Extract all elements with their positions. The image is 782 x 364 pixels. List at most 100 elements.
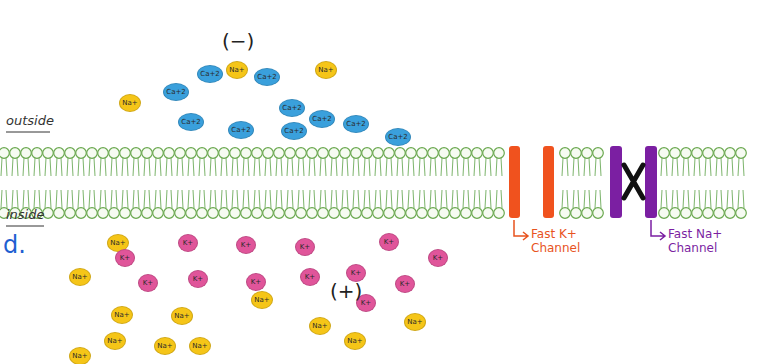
lipid-tail <box>265 190 271 208</box>
charge-sign: (+) <box>330 280 362 303</box>
lipid-head <box>417 208 428 219</box>
lipid-head <box>230 208 241 219</box>
lipid-tail <box>694 158 700 176</box>
calcium-ion: Ca+2 <box>178 113 204 131</box>
lipid-tail <box>265 158 271 176</box>
lipid-tail <box>232 158 238 176</box>
lipid-tail <box>672 158 678 176</box>
lipid-tail <box>430 158 436 176</box>
sodium-ion: Na+ <box>404 313 426 331</box>
lipid-head <box>439 208 450 219</box>
ion-symbol: Ca+2 <box>200 71 220 78</box>
lipid-tail <box>155 158 161 176</box>
lipid-tail <box>595 190 601 208</box>
lipid-tail <box>309 190 315 208</box>
lipid-tail <box>441 190 447 208</box>
lipid-tail <box>683 190 689 208</box>
lipid-head <box>87 148 98 159</box>
lipid-head <box>252 208 263 219</box>
lipid-head <box>450 208 461 219</box>
lipid-tail <box>716 158 722 176</box>
lipid-head <box>296 208 307 219</box>
potassium-ion: K+ <box>379 233 399 251</box>
lipid-head <box>252 148 263 159</box>
lipid-head <box>241 148 252 159</box>
ion-symbol: Ca+2 <box>388 134 408 141</box>
lipid-tail <box>408 190 414 208</box>
potassium-ion: K+ <box>395 275 415 293</box>
lipid-tail <box>188 158 194 176</box>
lipid-head <box>560 148 571 159</box>
lipid-tail <box>584 190 590 208</box>
lipid-head <box>131 208 142 219</box>
lipid-head <box>230 148 241 159</box>
ion-symbol: Na+ <box>122 100 137 107</box>
ion-symbol: Na+ <box>254 297 269 304</box>
lipid-head <box>10 148 21 159</box>
lipid-tail <box>210 190 216 208</box>
ion-symbol: Na+ <box>72 274 87 281</box>
ion-symbol: Ca+2 <box>284 128 304 135</box>
calcium-ion: Ca+2 <box>281 122 307 140</box>
lipid-tail <box>485 158 491 176</box>
ion-symbol: K+ <box>143 280 153 287</box>
lipid-head <box>472 148 483 159</box>
sodium-ion: Na+ <box>104 332 126 350</box>
ion-symbol: K+ <box>433 255 443 262</box>
lipid-head <box>725 148 736 159</box>
lipid-tail <box>661 158 667 176</box>
leader-arrow <box>514 220 528 240</box>
lipid-head <box>131 148 142 159</box>
ion-symbol: K+ <box>305 274 315 281</box>
ion-symbol: K+ <box>241 242 251 249</box>
lipid-tail <box>89 190 95 208</box>
lipid-tail <box>100 190 106 208</box>
lipid-head <box>153 148 164 159</box>
lipid-head <box>285 148 296 159</box>
lipid-head <box>208 208 219 219</box>
lipid-tail <box>463 190 469 208</box>
lipid-head <box>21 148 32 159</box>
lipid-head <box>703 208 714 219</box>
lipid-tail <box>232 190 238 208</box>
lipid-head <box>351 208 362 219</box>
lipid-head <box>186 208 197 219</box>
lipid-tail <box>573 190 579 208</box>
lipid-tail <box>419 190 425 208</box>
lipid-tail <box>100 158 106 176</box>
channel-label: Fast K+ Channel <box>531 228 601 256</box>
na-channel-bar <box>645 146 657 218</box>
lipid-head <box>494 148 505 159</box>
lipid-head <box>439 148 450 159</box>
lipid-head <box>736 148 747 159</box>
potassium-ion: K+ <box>246 273 266 291</box>
lipid-tail <box>177 190 183 208</box>
underline <box>6 226 44 227</box>
potassium-ion: K+ <box>188 270 208 288</box>
lipid-tail <box>683 158 689 176</box>
lipid-tail <box>331 190 337 208</box>
lipid-tail <box>298 190 304 208</box>
lipid-tail <box>45 190 51 208</box>
lipid-tail <box>243 158 249 176</box>
lipid-tail <box>122 190 128 208</box>
k-channel-bar <box>509 146 520 218</box>
lipid-tail <box>111 190 117 208</box>
sodium-ion: Na+ <box>69 347 91 364</box>
lipid-head <box>54 208 65 219</box>
lipid-head <box>263 208 274 219</box>
lipid-tail <box>133 190 139 208</box>
calcium-ion: Ca+2 <box>163 83 189 101</box>
lipid-tail <box>23 190 29 208</box>
sodium-ion: Na+ <box>344 332 366 350</box>
lipid-head <box>197 148 208 159</box>
calcium-ion: Ca+2 <box>343 115 369 133</box>
lipid-head <box>54 148 65 159</box>
lipid-tail <box>584 158 590 176</box>
lipid-head <box>703 148 714 159</box>
lipid-head <box>164 208 175 219</box>
lipid-tail <box>408 158 414 176</box>
lipid-head <box>670 148 681 159</box>
ion-symbol: Ca+2 <box>231 127 251 134</box>
lipid-head <box>307 208 318 219</box>
